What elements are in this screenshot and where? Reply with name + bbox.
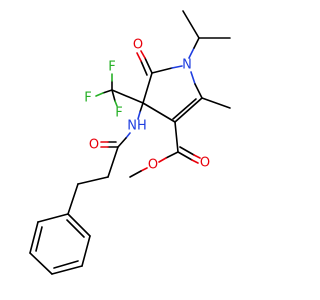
- bond-ph-inner-3: [35, 226, 43, 252]
- molecule-structure-diagram: O N F F F NH O O O: [29, 10, 231, 275]
- bond-ch-me-left: [182, 10, 200, 39]
- bond-c5-o-double-o-part: [136, 52, 142, 62]
- amide-group: [100, 102, 144, 148]
- bond-n1-ch: [188, 47, 195, 59]
- bond-cester-ocarbonyl-double: [179, 146, 195, 156]
- bond-c2-c3: [174, 97, 203, 123]
- bond-oether-methyl-o-part: [140, 167, 148, 172]
- bond-c4-nh-n-part: [137, 111, 141, 120]
- bond-c2-methyl: [201, 97, 231, 109]
- bond-ph-inner-1: [66, 219, 85, 238]
- bond-n1-c2-c-part: [194, 83, 203, 99]
- bond-cester-oether: [165, 151, 179, 159]
- bond-nh-camide: [117, 137, 127, 148]
- phenylpropanoyl-chain: [67, 146, 119, 215]
- bond-ph-4-5: [29, 252, 53, 275]
- bond-cf3-f2-f-part: [95, 92, 104, 97]
- ester-carbonyl-oxygen-label: O: [200, 156, 210, 171]
- bond-c5-n1: [151, 67, 173, 74]
- bond-cf3-f3: [111, 89, 116, 102]
- bond-ph-inner-2: [53, 260, 79, 269]
- fluorine-label-left: F: [84, 91, 91, 106]
- bond-ph-1-2: [67, 213, 91, 237]
- bond-cf3-f2: [102, 89, 113, 94]
- bond-cester-ocarbonyl: [177, 151, 193, 161]
- ring-nitrogen-label: N: [182, 58, 192, 73]
- bond-n1-c2: [190, 71, 196, 85]
- bond-c4-c5: [142, 72, 153, 104]
- pyrrolinone-ring: [142, 65, 203, 123]
- bond-cester-ocarbonyl-o-part: [191, 159, 199, 164]
- bond-c5-o-o-part: [140, 50, 146, 59]
- bond-c3-cester: [174, 121, 179, 153]
- ester-ether-oxygen-label: O: [148, 158, 158, 173]
- bond-n1-ch-c-part: [193, 37, 200, 49]
- methyl-ester-group: [129, 121, 201, 178]
- bond-cester-oether-o-part: [158, 157, 167, 163]
- bond-c2-c3-double: [172, 98, 197, 120]
- bond-oether-methyl: [129, 170, 142, 178]
- ring-carbonyl: [136, 50, 153, 76]
- bond-c4-cf3: [111, 89, 144, 104]
- bond-ph-2-3: [81, 235, 91, 267]
- trifluoromethyl-group: [95, 73, 144, 107]
- bond-c5-o: [144, 57, 153, 74]
- bond-n1-c5-n-part: [171, 65, 183, 69]
- bond-cf3-f3-f-part: [114, 100, 118, 107]
- bond-camide-ch2a: [107, 146, 119, 178]
- bond-cester-ocarbonyl-double-o-part: [193, 154, 201, 159]
- bond-ch2a-ch2b: [77, 176, 109, 185]
- bond-ph-6-1: [37, 213, 69, 223]
- amide-oxygen-label: O: [89, 138, 99, 153]
- fluorine-label-bottom: F: [115, 106, 122, 121]
- bond-ph-3-4: [51, 265, 83, 275]
- bond-c4-nh: [139, 102, 144, 113]
- isopropyl-group: [182, 10, 231, 59]
- phenyl-ring: [29, 213, 91, 275]
- amide-nitrogen-label: NH: [127, 119, 147, 134]
- bond-ch2b-ipso: [67, 183, 79, 215]
- bond-c5-o-double: [140, 60, 148, 76]
- fluorine-label-top: F: [108, 60, 115, 75]
- bond-c3-c4: [142, 102, 176, 123]
- bond-ph-5-6: [29, 221, 39, 254]
- ring-carbonyl-oxygen-label: O: [133, 38, 143, 53]
- bond-nh-camide-n-part: [125, 132, 131, 139]
